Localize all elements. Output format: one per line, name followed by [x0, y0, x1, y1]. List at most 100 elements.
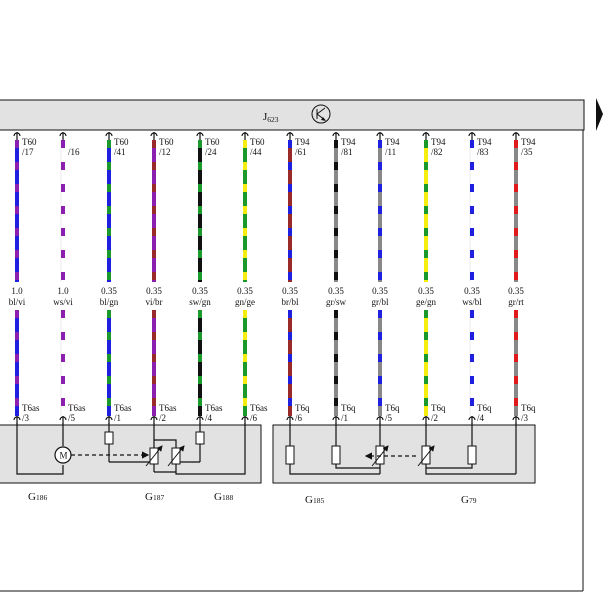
component-label-g187: G187: [145, 491, 164, 503]
upper-pin-4: /24: [205, 147, 217, 157]
wire-color-code-9: ge/gn: [416, 297, 436, 307]
upper-pin-10: /83: [477, 147, 489, 157]
component-box-right: [272, 424, 536, 484]
wire-size-11: 0.35: [508, 286, 524, 296]
lower-pin-3: /2: [159, 413, 166, 423]
upper-terminal-3: [150, 132, 158, 140]
ecu-label: J623: [263, 111, 279, 124]
upper-terminal-2: [105, 132, 113, 140]
lower-connector-0: T6as: [22, 403, 40, 413]
upper-pin-11: /35: [521, 147, 533, 157]
lower-terminal-3: [150, 416, 158, 424]
lower-pin-6: /6: [295, 413, 303, 423]
lower-terminal-2: [105, 416, 113, 424]
upper-terminal-6: [286, 132, 294, 140]
lower-connector-5: T6as: [250, 403, 268, 413]
upper-terminal-0: [13, 132, 21, 140]
upper-connector-7: T94: [341, 137, 356, 147]
wire-size-3: 0.35: [146, 286, 162, 296]
wire-1-lower: [60, 310, 65, 416]
lower-connector-6: T6q: [295, 403, 310, 413]
wire-10-upper: [469, 140, 474, 282]
component-label-g186: G186: [28, 491, 47, 503]
lower-pin-8: /5: [385, 413, 393, 423]
upper-connector-6: T94: [295, 137, 310, 147]
component-label-g188: G188: [214, 491, 233, 503]
wire-color-code-7: gr/sw: [326, 297, 347, 307]
g187-g188-sensor: [104, 423, 246, 475]
lower-pin-7: /1: [341, 413, 348, 423]
upper-connector-2: T60: [114, 137, 129, 147]
lower-terminal-8: [376, 416, 384, 424]
component-box-left: [0, 424, 262, 484]
lower-terminal-9: [422, 416, 430, 424]
upper-terminal-9: [422, 132, 430, 140]
ecu-transistor-icon: [311, 104, 331, 124]
g185-g79-sensor: [285, 423, 517, 475]
upper-pin-9: /82: [431, 147, 443, 157]
wire-color-code-11: gr/rt: [508, 297, 524, 307]
lower-pin-11: /3: [521, 413, 529, 423]
wire-size-4: 0.35: [192, 286, 208, 296]
lower-pin-9: /2: [431, 413, 438, 423]
upper-connector-4: T60: [205, 137, 220, 147]
wire-size-9: 0.35: [418, 286, 434, 296]
upper-terminal-10: [468, 132, 476, 140]
upper-pin-0: /17: [22, 147, 34, 157]
wire-color-code-8: gr/bl: [372, 297, 389, 307]
upper-connector-3: T60: [159, 137, 174, 147]
wire-10-lower: [469, 310, 474, 416]
upper-pin-3: /12: [159, 147, 171, 157]
upper-terminal-8: [376, 132, 384, 140]
wire-size-8: 0.35: [372, 286, 388, 296]
upper-connector-5: T60: [250, 137, 265, 147]
upper-terminal-7: [332, 132, 340, 140]
lower-terminal-10: [468, 416, 476, 424]
upper-connector-11: T94: [521, 137, 536, 147]
upper-terminal-11: [512, 132, 520, 140]
upper-terminal-4: [196, 132, 204, 140]
lower-pin-1: /5: [68, 413, 76, 423]
wire-size-6: 0.35: [282, 286, 298, 296]
wire-size-10: 0.35: [464, 286, 480, 296]
wire-color-code-2: bl/gn: [100, 297, 119, 307]
lower-pin-10: /4: [477, 413, 485, 423]
lower-terminal-6: [286, 416, 294, 424]
upper-pin-1: /16: [68, 147, 80, 157]
lower-terminal-7: [332, 416, 340, 424]
wire-color-code-6: br/bl: [282, 297, 299, 307]
upper-pin-7: /81: [341, 147, 353, 157]
continuation-arrow-icon: [596, 98, 603, 131]
lower-connector-2: T6as: [114, 403, 132, 413]
lower-connector-3: T6as: [159, 403, 177, 413]
lower-connector-7: T6q: [341, 403, 356, 413]
wire-color-code-0: bl/vi: [9, 297, 26, 307]
lower-pin-5: /6: [250, 413, 258, 423]
lower-pin-0: /3: [22, 413, 30, 423]
lower-connector-1: T6as: [68, 403, 86, 413]
upper-pin-2: /41: [114, 147, 126, 157]
wire-size-1: 1.0: [57, 286, 69, 296]
lower-terminal-1: [59, 416, 67, 424]
lower-connector-8: T6q: [385, 403, 400, 413]
lower-connector-10: T6q: [477, 403, 492, 413]
upper-connector-9: T94: [431, 137, 446, 147]
wire-size-7: 0.35: [328, 286, 344, 296]
upper-pin-8: /11: [385, 147, 396, 157]
lower-pin-4: /4: [205, 413, 213, 423]
lower-pin-2: /1: [114, 413, 121, 423]
wire-size-2: 0.35: [101, 286, 117, 296]
lower-connector-4: T6as: [205, 403, 223, 413]
lower-terminal-11: [512, 416, 520, 424]
upper-pin-6: /61: [295, 147, 307, 157]
motor-label: M: [60, 451, 68, 461]
upper-connector-0: T60: [22, 137, 37, 147]
wire-group: T60/171.0bl/vi/161.0ws/viT60/410.35bl/gn…: [9, 132, 536, 424]
lower-connector-11: T6q: [521, 403, 536, 413]
g186-motor: M: [16, 423, 72, 475]
component-label-g79: G79: [461, 494, 477, 506]
wire-color-code-4: sw/gn: [189, 297, 211, 307]
lower-terminal-0: [13, 416, 21, 424]
component-label-g185: G185: [305, 494, 324, 506]
